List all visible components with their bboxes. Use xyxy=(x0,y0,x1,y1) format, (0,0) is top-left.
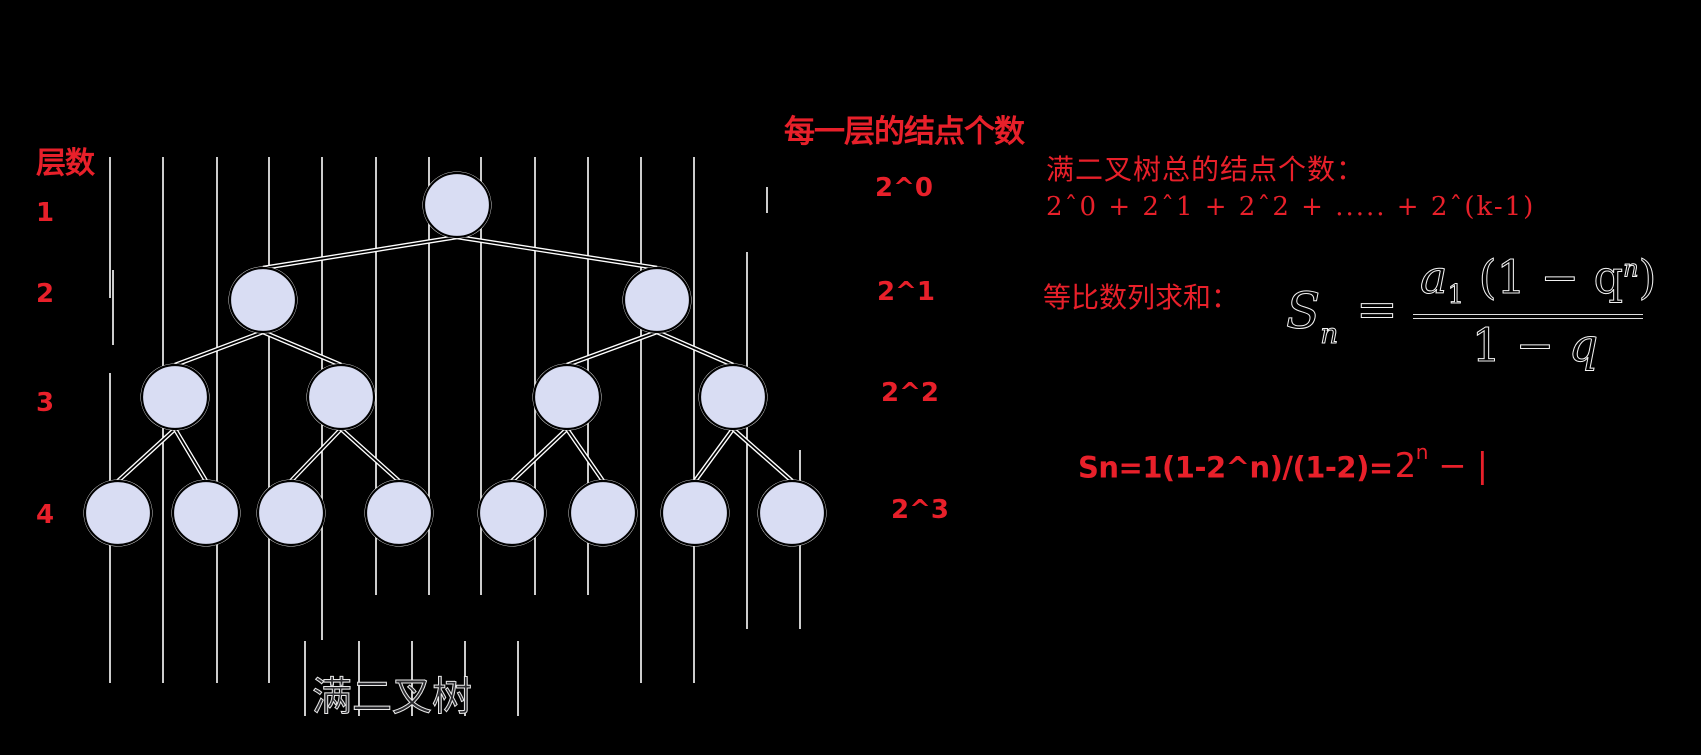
tree-edge xyxy=(566,428,604,482)
tree-edge xyxy=(290,428,342,482)
tree-edge xyxy=(456,236,658,269)
tree-edge xyxy=(117,428,176,482)
tree-edge xyxy=(694,428,734,482)
tree-edge xyxy=(656,331,734,366)
level-count-4: 2^3 xyxy=(891,495,949,525)
tree-edge xyxy=(262,236,458,269)
tree-edge xyxy=(262,331,342,366)
tree-node xyxy=(660,479,730,547)
tree-node xyxy=(477,479,547,547)
tree-edge xyxy=(174,331,264,366)
tree-node xyxy=(228,266,298,334)
geometric-sum-formula: Sn = a1 (1 − qn) 1 − q xyxy=(1280,250,1660,380)
tree-node xyxy=(306,363,376,431)
nodes-per-level-title: 每一层的结点个数 xyxy=(784,114,1025,150)
level-label-1: 1 xyxy=(36,198,55,228)
tree-edge xyxy=(340,428,400,482)
geometric-sum-label: 等比数列求和： xyxy=(1043,281,1240,314)
level-count-1: 2^0 xyxy=(875,173,933,203)
tree-node xyxy=(757,479,827,547)
tree-node xyxy=(698,363,768,431)
tree-edge xyxy=(511,428,568,482)
formula-denominator: 1 − q xyxy=(1471,318,1599,373)
formula-equals: = xyxy=(1356,280,1399,339)
tree-node xyxy=(364,479,434,547)
tree-node xyxy=(171,479,241,547)
total-nodes-expression: 2ˆ0 + 2ˆ1 + 2ˆ2 + ..... + 2ˆ(k-1) xyxy=(1046,192,1536,222)
tree-edge xyxy=(566,331,658,366)
tree-node xyxy=(140,363,210,431)
tree-node xyxy=(422,171,492,239)
total-nodes-title: 满二叉树总的结点个数： xyxy=(1046,153,1366,186)
vertical-guide-lines xyxy=(109,157,801,716)
level-label-4: 4 xyxy=(36,500,55,530)
tree-node xyxy=(622,266,692,334)
tree-node xyxy=(532,363,602,431)
tree-edges xyxy=(116,234,794,483)
tree-caption: 满二叉树 xyxy=(312,674,473,721)
tree-edge xyxy=(174,428,207,482)
sn-handwritten-result: 2n − | xyxy=(1394,440,1488,487)
level-column-title: 层数 xyxy=(36,146,95,181)
sn-derivation-text: Sn=1(1-2^n)/(1-2)= xyxy=(1078,450,1393,485)
tree-node xyxy=(568,479,638,547)
level-label-3: 3 xyxy=(36,388,55,418)
level-count-3: 2^2 xyxy=(881,378,939,408)
fraction-bar xyxy=(1413,314,1643,319)
tree-node xyxy=(256,479,326,547)
tree-node xyxy=(83,479,153,547)
level-count-2: 2^1 xyxy=(877,277,935,307)
level-label-2: 2 xyxy=(36,279,55,309)
formula-numerator: a1 (1 − qn) xyxy=(1419,250,1657,311)
formula-lhs: Sn xyxy=(1285,282,1339,351)
tree-edge xyxy=(732,428,793,482)
tree-nodes xyxy=(83,171,827,547)
sn-derivation: Sn=1(1-2^n)/(1-2)=2n − | xyxy=(1078,440,1488,487)
